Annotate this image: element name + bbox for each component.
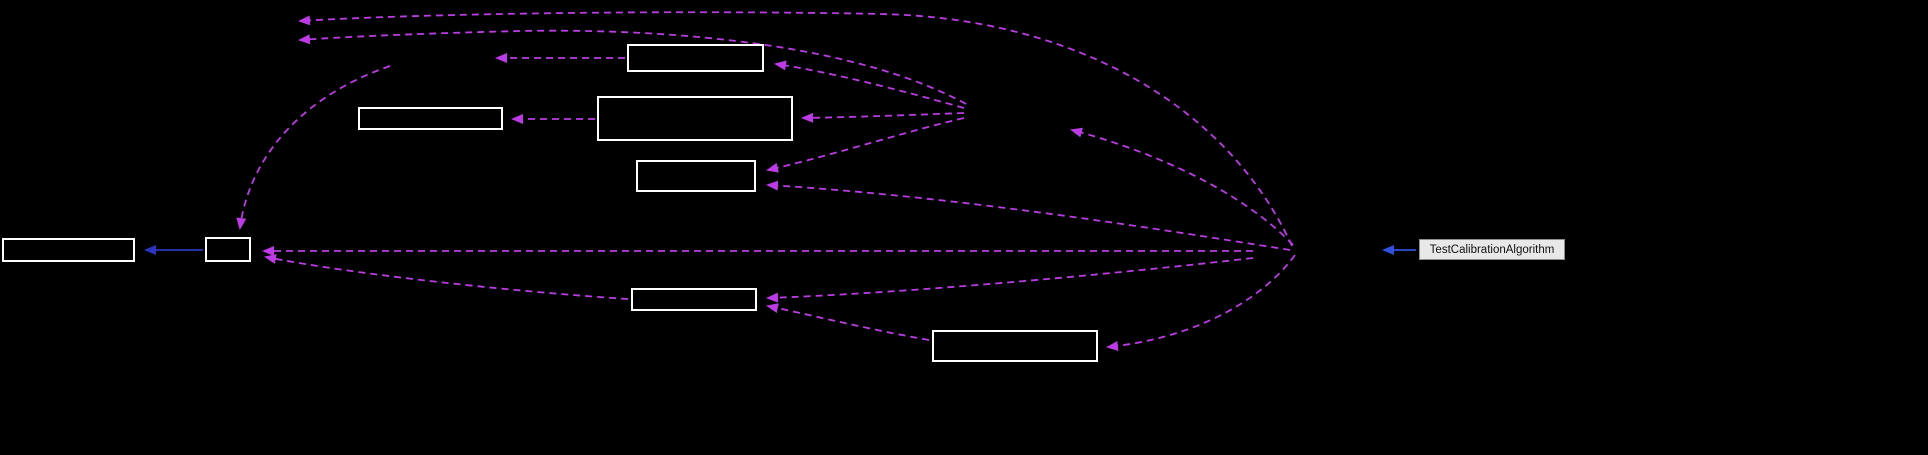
dashed-edge-top-long [298, 11, 1293, 247]
graph-node-small-hub[interactable] [205, 237, 251, 262]
graph-node-selected[interactable]: TestCalibrationAlgorithm [1419, 239, 1565, 260]
graph-node-bottom[interactable] [932, 330, 1098, 362]
dashed-edge-curve-to-small-box-top [236, 65, 391, 230]
dashed-edge-top-second [298, 29, 967, 105]
dashed-edge-to-center-box-lower [766, 180, 1291, 251]
graph-node-large[interactable] [597, 96, 793, 141]
dashed-edge-lower-box-to-small-box [264, 254, 629, 300]
dashed-edge-bottom-to-lower-box [766, 303, 930, 341]
selected-node-label: TestCalibrationAlgorithm [1429, 243, 1555, 256]
graph-node-left[interactable] [2, 238, 135, 262]
dashed-edge-to-top-box [774, 60, 965, 109]
dashed-edge-to-center-box-upper [766, 117, 965, 173]
graph-node-mid-left[interactable] [358, 107, 503, 130]
graph-node-top[interactable] [627, 44, 764, 72]
dashed-edge-to-lower-box-upper [766, 257, 1254, 303]
graph-node-lower[interactable] [631, 288, 757, 311]
dashed-edge-to-large-box [801, 112, 965, 123]
dashed-edge-to-bottom-box [1106, 254, 1296, 351]
graph-node-center[interactable] [636, 160, 756, 192]
dashed-edge-right-up-curve [1070, 127, 1294, 246]
